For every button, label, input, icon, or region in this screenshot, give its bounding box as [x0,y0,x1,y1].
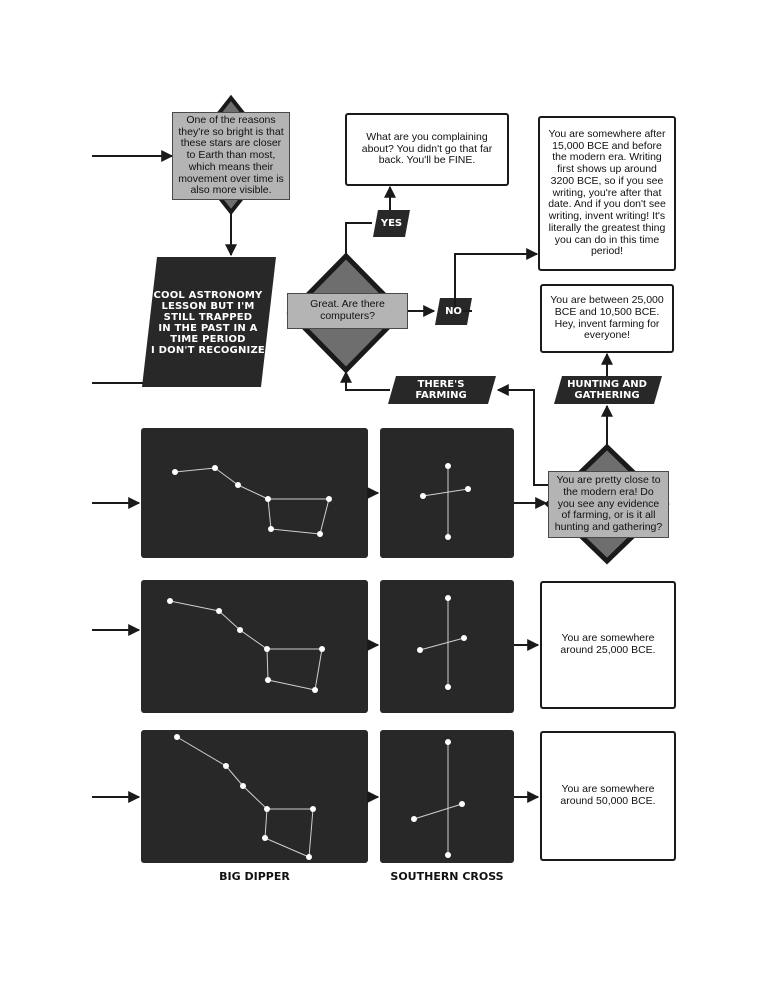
no-label: NO [445,306,462,317]
arrow-to-yes [345,222,372,256]
southern-cross-star [445,852,451,858]
southern-cross-star [445,739,451,745]
big-dipper-star [265,496,271,502]
modern-era-question-box: You are pretty close to the modern era! … [548,471,669,538]
big-dipper-star [172,469,178,475]
big-dipper-line [267,679,316,691]
big-dipper-line [314,648,323,691]
big-dipper-star [262,835,268,841]
big-dipper-star [310,806,316,812]
big-dipper-line [174,467,216,473]
bright-stars-box: One of the reasons they're so bright is … [172,112,290,200]
southern-cross-star [417,647,423,653]
southern-cross-panel-1 [380,428,514,558]
big-dipper-line [218,610,241,631]
arrow-farming-to-computers [340,370,390,391]
southern-cross-star [411,816,417,822]
hunting-tag [554,376,662,404]
big-dipper-line [242,785,268,810]
big-dipper-line [267,498,272,530]
big-dipper-line [176,736,227,767]
big-dipper-line [270,528,321,535]
no-tag [435,298,472,325]
big-dipper-star [264,806,270,812]
big-dipper-star [167,598,173,604]
big-dipper-line [264,837,310,858]
computers-question-box: Great. Are there computers? [287,293,408,329]
southern-cross-star [465,486,471,492]
big-dipper-star [306,854,312,860]
southern-cross-star [445,595,451,601]
big-dipper-star [326,496,332,502]
big-dipper-line [308,808,314,858]
hunting-label: HUNTING AND GATHERING [567,379,647,401]
big-dipper-star [235,482,241,488]
big-dipper-star [212,465,218,471]
southern-cross-star [459,801,465,807]
southern-cross-star [445,534,451,540]
big-dipper-line [266,648,269,681]
big-dipper-star [223,763,229,769]
around-50000-box: You are somewhere around 50,000 BCE. [540,731,676,861]
big-dipper-line [214,467,239,486]
big-dipper-star [319,646,325,652]
big-dipper-star [216,608,222,614]
big-dipper-line [319,498,330,535]
yes-tag [373,210,410,237]
southern-cross-star [445,463,451,469]
big-dipper-line [264,808,268,839]
southern-cross-star [461,635,467,641]
big-dipper-star [174,734,180,740]
arrow-modern-to-farming [496,384,548,486]
southern-cross-caption: SOUTHERN CROSS [390,870,504,883]
complaining-box: What are you complaining about? You didn… [345,113,509,186]
astronomy-lesson-shape [142,257,276,387]
farming-label: THERE'S FARMING [415,379,467,401]
southern-cross-line [422,488,469,497]
big-dipper-star [312,687,318,693]
big-dipper-star [265,677,271,683]
southern-cross-panel-3 [380,730,514,863]
big-dipper-line [169,600,220,612]
southern-cross-star [445,684,451,690]
big-dipper-line [239,629,268,650]
after-15000-box: You are somewhere after 15,000 BCE and b… [538,116,676,271]
big-dipper-line [225,765,244,787]
southern-cross-panel-2 [380,580,514,713]
around-25000-box: You are somewhere around 25,000 BCE. [540,581,676,709]
southern-cross-star [420,493,426,499]
big-dipper-caption: BIG DIPPER [219,870,290,883]
big-dipper-panel-2 [141,580,368,713]
southern-cross-line [413,803,463,820]
astronomy-lesson-label: COOL ASTRONOMY LESSON BUT I'M STILL TRAP… [151,290,265,356]
big-dipper-star [240,783,246,789]
big-dipper-star [264,646,270,652]
constellation-stars [167,463,471,860]
farming-tag [388,376,496,404]
big-dipper-star [237,627,243,633]
arrow-no-to-after-15000 [454,248,539,312]
big-dipper-line [237,484,269,500]
southern-cross-line [419,637,465,651]
yes-label: YES [380,218,403,229]
big-dipper-star [268,526,274,532]
between-25000-box: You are between 25,000 BCE and 10,500 BC… [540,284,674,353]
big-dipper-star [317,531,323,537]
